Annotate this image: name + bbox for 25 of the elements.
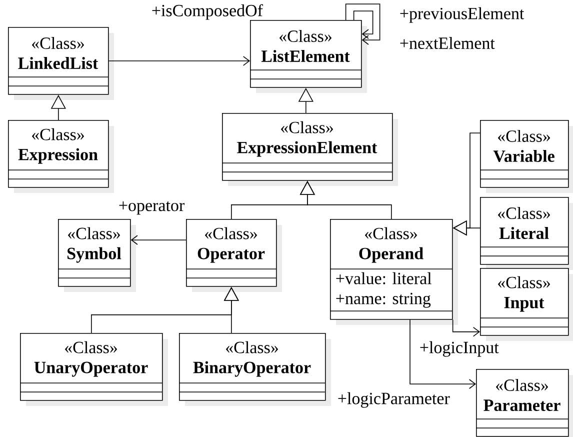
class-box: «Class» LinkedList (8, 27, 114, 100)
edge-label: +nextElement (400, 37, 495, 49)
class-box: «Class» Literal (480, 197, 573, 270)
class-box: «Class» Expression (8, 120, 114, 193)
association-arrow (108, 56, 250, 66)
edge-label: +isComposedOf (152, 4, 263, 20)
class-box: «Class» BinaryOperator (178, 333, 331, 406)
class-box: «Class» ExpressionElement (222, 113, 398, 186)
class-box: «Class» Variable (480, 120, 573, 193)
class-box: «Class» Symbol (58, 219, 136, 292)
class-box: «Class» ListElement (250, 20, 367, 93)
edge-label: +previousElement (400, 7, 524, 23)
class-box: «Class» Operator (186, 219, 282, 292)
association-arrow (345, 4, 380, 45)
association-arrow (410, 319, 476, 389)
edge-label: +operator (119, 201, 184, 215)
association-arrow (130, 235, 186, 245)
edge-label: +logicInput (420, 341, 499, 357)
class-box: «Class» UnaryOperator (20, 333, 168, 406)
class-box: «Class» Operand +value: literal +name: string (330, 219, 458, 325)
association-arrow (353, 10, 374, 39)
class-box: «Class» Parameter (476, 369, 573, 437)
edge-label: +logicParameter (338, 392, 450, 408)
association-arrow (452, 319, 480, 337)
class-box: «Class» Input (480, 268, 573, 341)
